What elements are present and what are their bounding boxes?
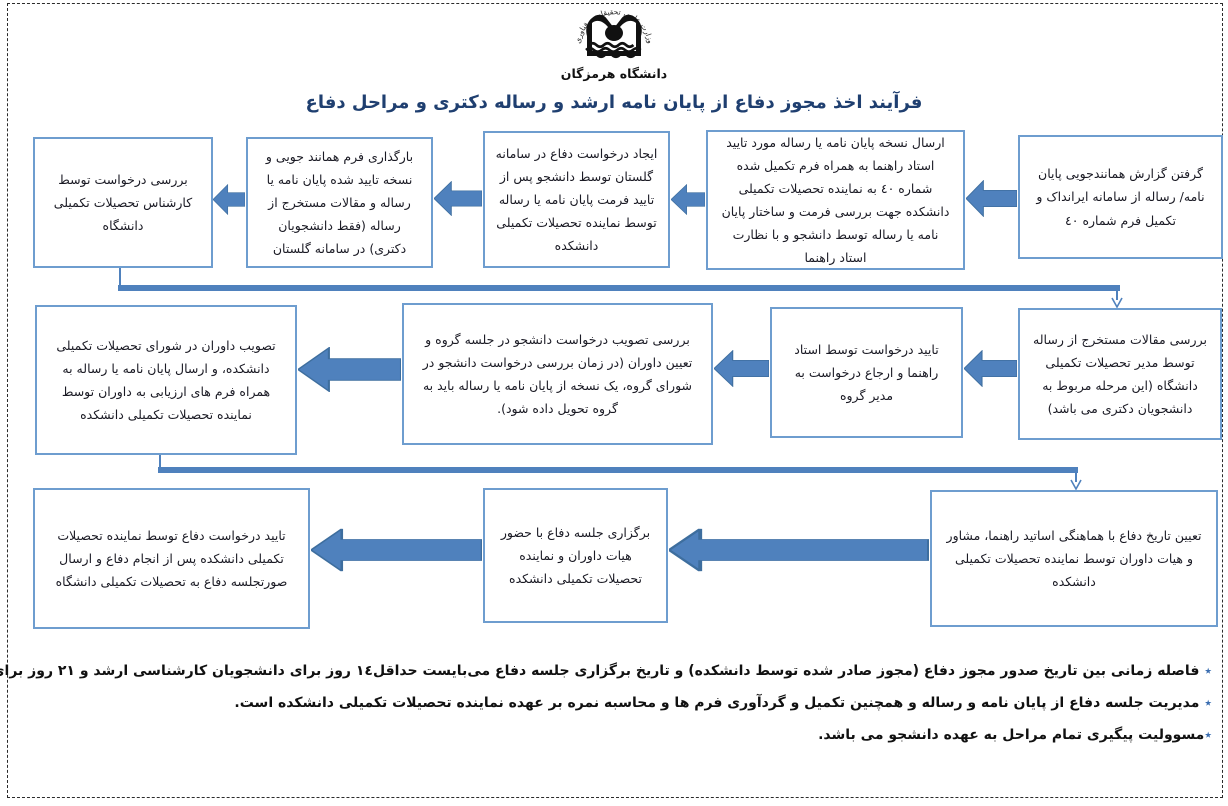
flow-step-12: تایید درخواست دفاع توسط نماینده تحصیلات … [33, 488, 310, 629]
flow-step-5: بررسی درخواست توسط کارشناس تحصیلات تکمیل… [33, 137, 213, 268]
note-asterisk: ٭ [1204, 727, 1212, 743]
flow-step-9: تصویب داوران در شورای تحصیلات تکمیلی دان… [35, 305, 297, 455]
flow-step-1: گرفتن گزارش همانندجویی پایان نامه/ رساله… [1018, 135, 1223, 259]
flow-arrow-left-icon [671, 184, 705, 215]
ministry-emblem [585, 14, 642, 59]
university-logo-icon: وزارت علوم، تحقیقات و فناوری [573, 7, 655, 59]
flow-arrow-left-icon [966, 180, 1017, 217]
flow-arrow-left-icon [213, 184, 245, 215]
university-name: دانشگاه هرمزگان [560, 66, 668, 81]
flow-arrow-left-icon [669, 528, 929, 572]
flow-step-11: برگزاری جلسه دفاع با حضور هیات داوران و … [483, 488, 668, 623]
flow-arrow-left-icon [714, 350, 769, 387]
note-text: مسوولیت پیگیری تمام مراحل به عهده دانشجو… [818, 727, 1205, 743]
note-text: فاصله زمانی بین تاریخ صدور مجوز دفاع (مج… [0, 663, 1200, 679]
note-line: ٭فاصله زمانی بین تاریخ صدور مجوز دفاع (م… [0, 663, 1212, 679]
flow-step-4: بارگذاری فرم همانند جویی و نسخه تایید شد… [246, 137, 433, 268]
flow-step-7: تایید درخواست توسط استاد راهنما و ارجاع … [770, 307, 963, 438]
note-asterisk: ٭ [1204, 663, 1212, 679]
page-title: فرآیند اخذ مجوز دفاع از پایان نامه ارشد … [305, 92, 923, 113]
note-line: ٭مدیریت جلسه دفاع از پایان نامه و رساله … [234, 695, 1212, 711]
note-line: ٭مسوولیت پیگیری تمام مراحل به عهده دانشج… [818, 727, 1212, 743]
page-header: وزارت علوم، تحقیقات و فناوری دانشگاه هرم… [0, 2, 1228, 81]
flow-step-2: ارسال نسخه پایان نامه یا رساله مورد تایی… [706, 130, 965, 270]
flow-step-6: بررسی مقالات مستخرج از رساله توسط مدیر ت… [1018, 308, 1222, 440]
flow-step-8: بررسی تصویب درخواست دانشجو در جلسه گروه … [402, 303, 713, 445]
flow-arrow-left-icon [298, 347, 401, 392]
flow-step-3: ایجاد درخواست دفاع در سامانه گلستان توسط… [483, 131, 670, 268]
flow-arrow-left-icon [311, 528, 482, 572]
flow-arrow-left-icon [964, 350, 1017, 387]
note-text: مدیریت جلسه دفاع از پایان نامه و رساله و… [234, 695, 1200, 711]
flow-arrow-left-icon [434, 181, 482, 216]
flow-step-10: تعیین تاریخ دفاع با هماهنگی اساتید راهنم… [930, 490, 1218, 627]
note-asterisk: ٭ [1204, 695, 1212, 711]
